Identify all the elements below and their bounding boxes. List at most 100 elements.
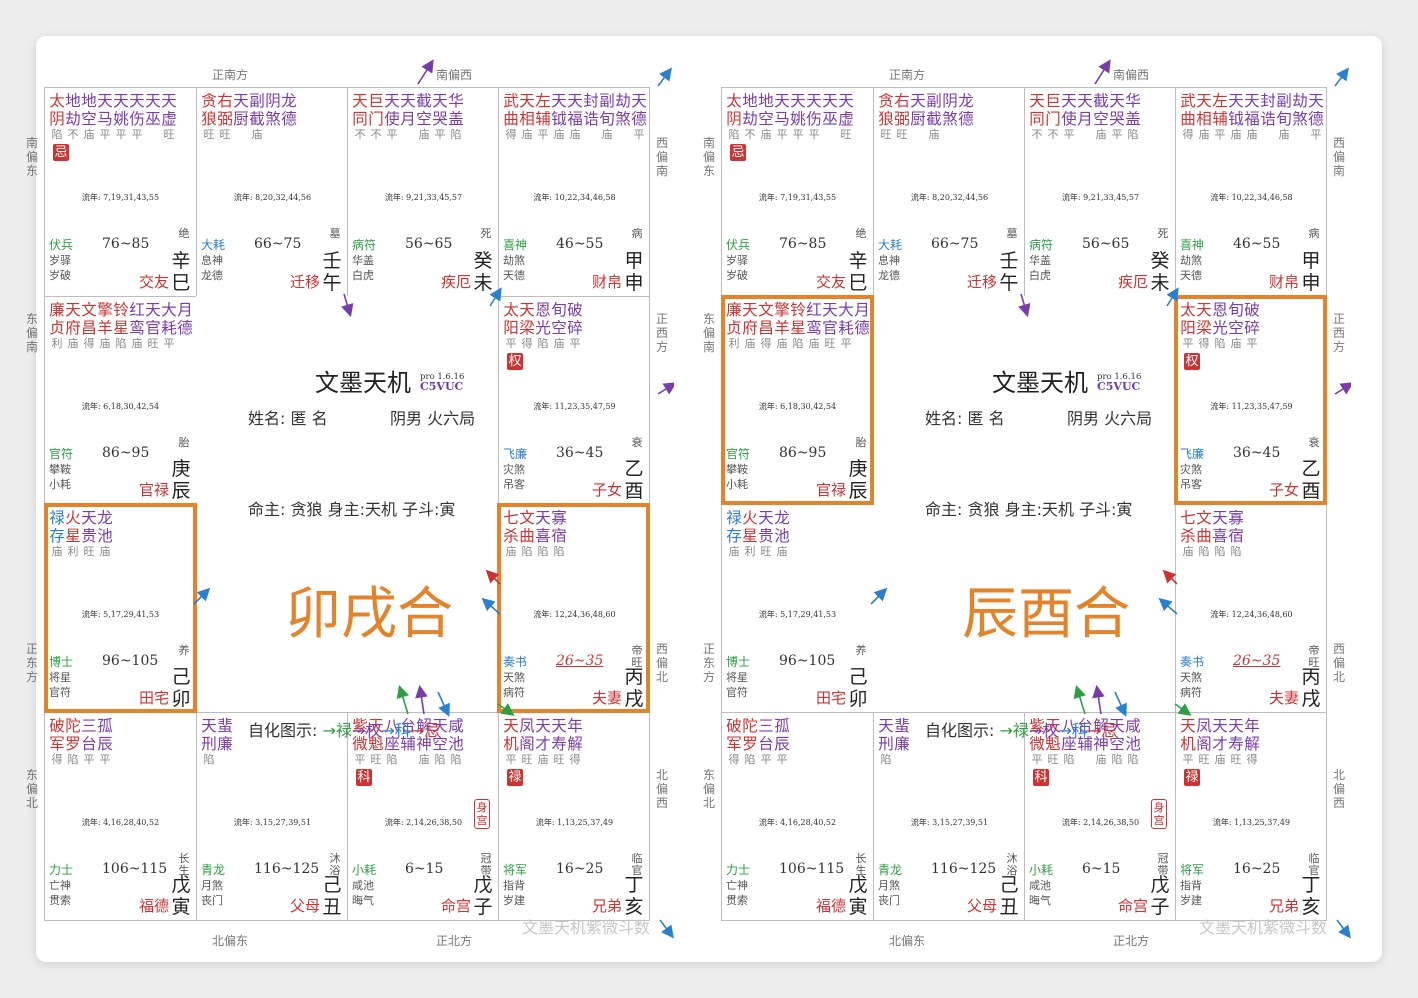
star-char: 天 [1228, 92, 1244, 110]
palace-交友[interactable]: 太地地天天天天天阴劫空马姚伤巫虚陷不庙平平平旺忌流年: 7,19,31,43,5… [722, 88, 873, 296]
mutagen-arrow [657, 67, 672, 87]
zihua-legend: 自化图示: →禄→权→科→忌 [925, 717, 1117, 741]
star-row: 紫天八台解天咸 [1029, 717, 1173, 735]
star-char: 陀 [742, 717, 758, 735]
star-char: 大 [161, 301, 177, 319]
star-char: 军 [49, 735, 65, 753]
star-row: 存星贵池 [49, 527, 193, 545]
brightness-mark: 庙 [569, 128, 581, 141]
star-char: 大 [838, 301, 854, 319]
star-row: 禄火天龙 [49, 509, 193, 527]
god-name: 咸池 [352, 879, 374, 892]
star-char: 太 [1180, 301, 1196, 319]
star-char: 天 [97, 92, 113, 110]
brightness-mark: 利 [728, 337, 740, 350]
age-range: 56~65 [1082, 236, 1130, 252]
star-char: 寿 [551, 735, 567, 753]
age-range: 96~105 [779, 653, 836, 669]
palace-财帛[interactable]: 武天左天天封副劫天曲相辅钺福诰旬煞德得庙平庙庙庙平流年: 10,22,34,46… [498, 88, 649, 296]
direction-top-left: 正南方 [212, 68, 249, 82]
age-range: 6~15 [405, 861, 444, 877]
brightness-mark: 得 [760, 337, 772, 350]
ganzhi: 戊子 [1150, 874, 1170, 918]
god-name: 伏兵 [49, 238, 74, 252]
mutagen-arrow [417, 59, 434, 85]
mutagen-arrow [659, 919, 674, 939]
palace-官禄[interactable]: 廉天文擎铃红天大月贞府昌羊星鸾官耗德利庙得庙陷庙旺平流年: 6,18,30,42… [45, 296, 196, 504]
brightness-mark: 平 [1031, 753, 1043, 766]
god-name: 灾煞 [1180, 463, 1202, 476]
god-name: 龙德 [201, 269, 223, 282]
ganzhi: 己丑 [999, 874, 1019, 918]
gender-line: 阴男 火六局 [1067, 409, 1153, 428]
brightness-mark: 庙 [553, 337, 565, 350]
god-name: 病符 [1029, 238, 1054, 252]
star-char: 禄 [726, 509, 742, 527]
brightness-row: 平得陷庙平 [1180, 337, 1324, 350]
star-char: 紫 [352, 717, 368, 735]
god-name: 岁建 [503, 894, 525, 907]
star-char: 地 [65, 92, 81, 110]
star-row: 七文天寡 [503, 509, 647, 527]
palace-交友[interactable]: 太地地天天天天天阴劫空马姚伤巫虚陷不庙平平平旺忌流年: 7,19,31,43,5… [45, 88, 196, 296]
god-name: 天德 [1180, 269, 1202, 282]
brightness-mark: 陷 [450, 753, 462, 766]
star-row: 微魁座辅神空池 [1029, 735, 1173, 753]
god-name: 攀鞍 [49, 463, 71, 476]
mutagen-badge: 忌 [730, 144, 746, 161]
age-range: 76~85 [779, 236, 827, 252]
brightness-mark: 陷 [728, 128, 740, 141]
brightness-mark: 平 [808, 128, 820, 141]
ganzhi: 辛巳 [171, 250, 191, 294]
star-char: 太 [49, 92, 65, 110]
star-char: 红 [129, 301, 145, 319]
brightness-mark [958, 128, 974, 141]
star-char: 鸾 [129, 319, 145, 337]
god-name: 将星 [49, 671, 71, 684]
changsheng-stage: 死 [1157, 227, 1169, 240]
star-char: 咸 [1125, 717, 1141, 735]
ganzhi: 丁亥 [1301, 874, 1321, 918]
palace-官禄[interactable]: 廉天文擎铃红天大月贞府昌羊星鸾官耗德利庙得庙陷庙旺平流年: 6,18,30,42… [722, 296, 873, 504]
ganzhi: 甲申 [624, 250, 644, 294]
star-char: 天 [1061, 92, 1077, 110]
star-char: 空 [81, 110, 97, 128]
star-row: 天蜚 [878, 717, 1022, 735]
brightness-row: 不不平庙平陷 [352, 128, 496, 141]
minor-gods: 将军指背岁建 [503, 863, 527, 908]
star-char: 截 [926, 110, 942, 128]
zihua-label: 自化图示: [248, 721, 323, 740]
brightness-mark: 旺 [83, 545, 95, 558]
star-char: 姚 [113, 110, 129, 128]
palace-name: 官禄 [815, 481, 846, 499]
brightness-row: 得庙平庙庙庙平 [1180, 128, 1324, 141]
god-name: 岁驿 [49, 254, 71, 267]
star-char: 阴 [49, 110, 65, 128]
star-char: 池 [774, 527, 790, 545]
brightness-mark: 利 [51, 337, 63, 350]
version-code: C5VUC [1097, 380, 1141, 393]
palace-财帛[interactable]: 武天左天天封副劫天曲相辅钺福诰旬煞德得庙平庙庙庙平流年: 10,22,34,46… [1175, 88, 1326, 296]
direction-left-3: 东偏北 [25, 768, 38, 810]
brightness-mark: 旺 [1198, 753, 1210, 766]
god-name: 晦气 [352, 894, 374, 907]
star-char: 八 [384, 717, 400, 735]
